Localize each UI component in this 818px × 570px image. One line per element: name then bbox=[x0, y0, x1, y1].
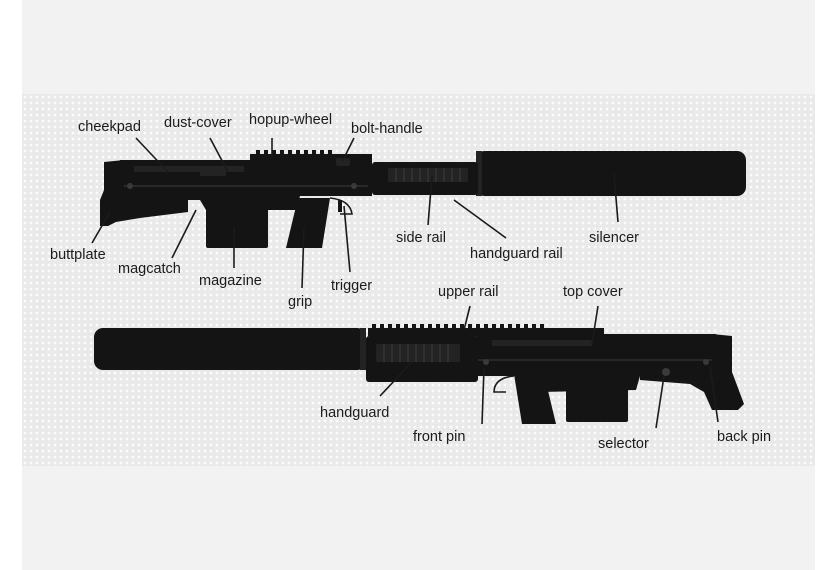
bottom-silencer bbox=[94, 328, 366, 370]
label-magazine: magazine bbox=[199, 273, 262, 289]
label-magcatch: magcatch bbox=[118, 261, 181, 277]
label-front-pin: front pin bbox=[413, 429, 465, 445]
label-back-pin: back pin bbox=[717, 429, 771, 445]
bottom-magazine bbox=[566, 382, 628, 422]
upper-rail bbox=[368, 324, 604, 336]
side-rail bbox=[388, 168, 468, 182]
label-trigger: trigger bbox=[331, 278, 372, 294]
label-handguard: handguard bbox=[320, 405, 389, 421]
label-bolt-handle: bolt-handle bbox=[351, 121, 423, 137]
label-side-rail: side rail bbox=[396, 230, 446, 246]
part-labels: cheekpad dust-cover hopup-wheel bolt-han… bbox=[50, 112, 771, 452]
top-grip bbox=[286, 198, 330, 248]
top-rifle bbox=[100, 150, 746, 248]
leader-lines bbox=[91, 137, 719, 429]
label-handguard-rail: handguard rail bbox=[470, 246, 563, 262]
label-dust-cover: dust-cover bbox=[164, 115, 232, 131]
bottom-grip bbox=[514, 374, 556, 424]
label-grip: grip bbox=[288, 294, 312, 310]
top-magazine bbox=[206, 208, 268, 248]
bottom-rifle bbox=[94, 324, 744, 424]
label-buttplate: buttplate bbox=[50, 247, 106, 263]
label-hopup-wheel: hopup-wheel bbox=[249, 112, 332, 128]
silencer bbox=[476, 151, 746, 196]
handguard-rail bbox=[376, 344, 460, 362]
label-top-cover: top cover bbox=[563, 284, 623, 300]
top-rail-teeth bbox=[256, 150, 332, 155]
label-upper-rail: upper rail bbox=[438, 284, 498, 300]
label-selector: selector bbox=[598, 436, 649, 452]
label-silencer: silencer bbox=[589, 230, 639, 246]
label-cheekpad: cheekpad bbox=[78, 119, 141, 135]
